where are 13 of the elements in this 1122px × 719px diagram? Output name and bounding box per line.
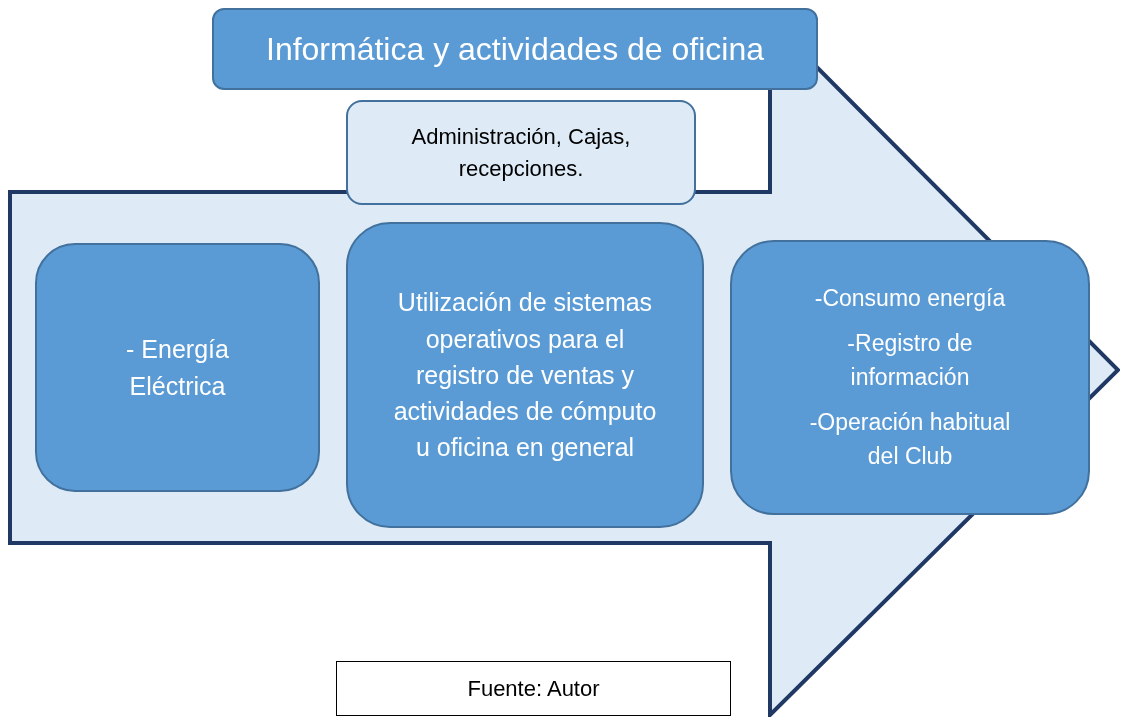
box-text: - Energía Eléctrica: [125, 334, 230, 402]
box-text: Utilización de sistemas operativos para el registro de ventas y actividades de cómputo u oficina en general: [392, 287, 658, 464]
rounded-box: [346, 100, 696, 205]
box-text: -Operación habitual del Club: [808, 408, 1012, 471]
rounded-box: [730, 240, 1090, 515]
rounded-box: [212, 8, 818, 90]
box-text: -Registro de información: [846, 329, 974, 392]
rounded-box: [346, 222, 704, 528]
box-text: Informática y actividades de oficina: [266, 29, 764, 69]
box-text: -Consumo energía: [814, 284, 1006, 314]
rounded-box: [35, 243, 320, 492]
box-text: Administración, Cajas, recepciones.: [410, 122, 632, 183]
caption: Fuente: Autor: [336, 661, 731, 716]
